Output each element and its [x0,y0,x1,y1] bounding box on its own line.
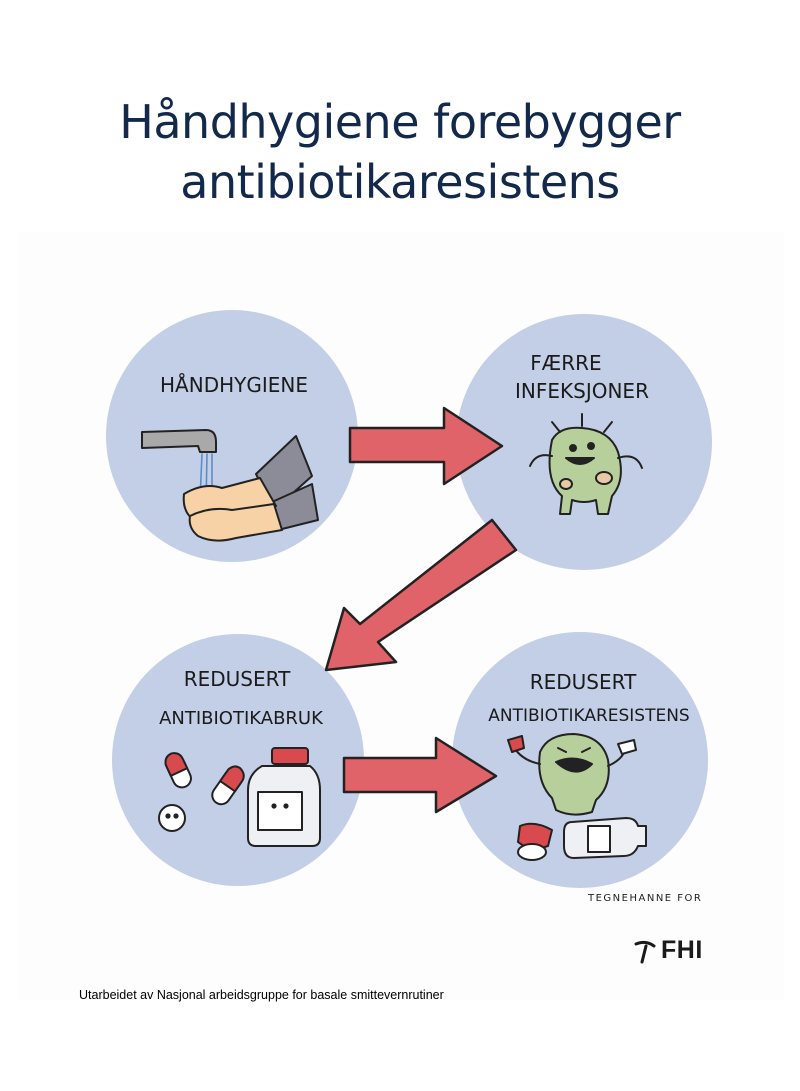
illustrator-credit: TEGNEHANNE FOR [588,893,703,904]
pills-icon [158,752,245,832]
step-4-label-line-2: ANTIBIOTIKARESISTENS [488,706,689,726]
arrow-right-bottom [342,736,498,814]
hand-washing-icon [141,429,319,542]
step-4-label-line-1: REDUSERT [530,670,637,694]
fhi-logo: FHI [632,936,703,965]
step-2-label-line-1: FÆRRE [530,351,601,375]
arrow-right-top [348,406,504,486]
step-3-label-line-2: ANTIBIOTIKABRUK [159,708,324,729]
germ-icon [529,413,643,515]
medicine-bottle-icon [247,747,321,847]
fhi-logo-icon [634,940,656,963]
step-1-label-line-1: HÅNDHYGIENE [160,373,308,397]
step-2-label-line-2: INFEKSJONER [515,379,649,403]
broken-bottle-icon [517,817,647,861]
resistant-germ-icon [507,733,637,816]
step-3-label-line-1: REDUSERT [184,667,291,691]
footer-note: Utarbeidet av Nasjonal arbeidsgruppe for… [79,988,444,1002]
page-title: Håndhygiene forebygger antibiotikaresist… [0,92,800,212]
title-line-1: Håndhygiene forebygger [119,95,681,149]
arrow-diagonal-down [324,518,518,672]
fhi-logo-text: FHI [661,936,703,964]
title-line-2: antibiotikaresistens [180,155,620,209]
